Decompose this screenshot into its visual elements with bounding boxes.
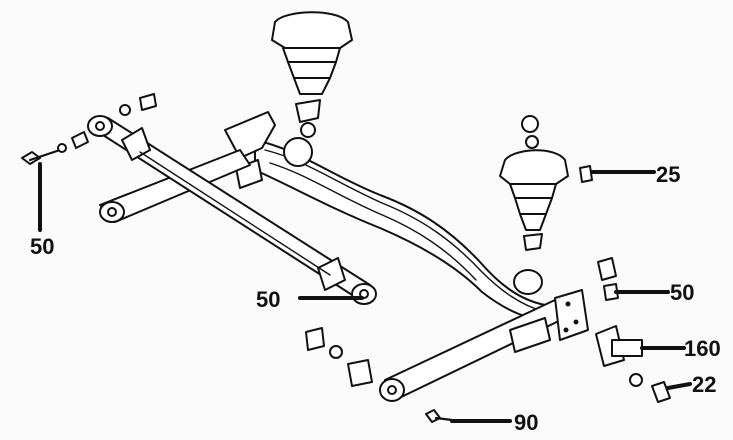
hub-stub-assembly xyxy=(579,165,671,403)
trailing-arm-right xyxy=(379,299,566,402)
callout-left-bolt: 50 xyxy=(30,234,54,259)
callout-mount-nut: 25 xyxy=(656,162,680,187)
callout-lateral-rod: 50 xyxy=(256,287,280,312)
shock-mount-upper-left xyxy=(271,11,353,167)
hub-bracket-plate xyxy=(554,289,589,341)
leader-hub-bolt xyxy=(666,382,692,390)
callout-trailing-arm-bolt: 90 xyxy=(514,410,538,435)
shock-mount-upper-right xyxy=(499,115,569,295)
left-bolt-stack xyxy=(21,93,157,165)
callout-hub-bolt: 22 xyxy=(692,372,716,397)
trailing-arm-left xyxy=(99,149,251,223)
axle-beam xyxy=(254,139,561,323)
lateral-rod xyxy=(87,115,377,305)
callout-hub-stub: 160 xyxy=(684,336,721,361)
leader-lines xyxy=(38,162,692,423)
callout-bracket-nut: 50 xyxy=(670,280,694,305)
lower-bolt-stack xyxy=(305,327,454,423)
torque-callouts: 50 50 25 50 160 22 90 xyxy=(30,162,721,435)
